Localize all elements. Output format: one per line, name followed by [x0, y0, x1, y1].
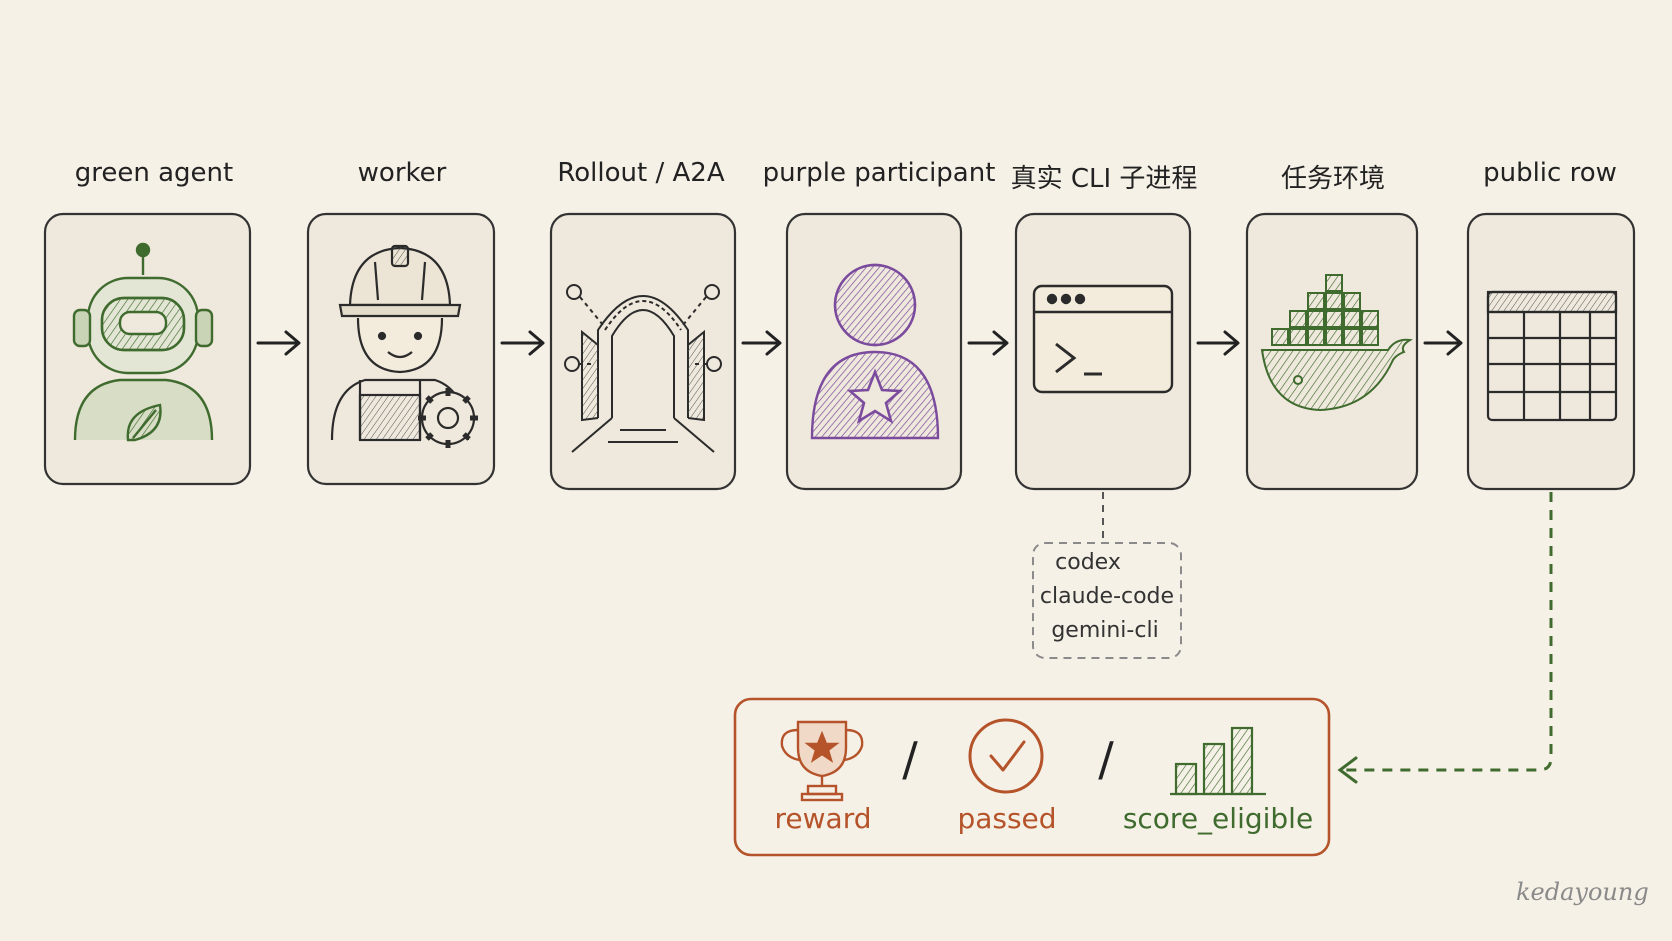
result-reward: reward [774, 802, 872, 835]
result-separator-2: / [1098, 732, 1114, 786]
cli-options-box [1032, 542, 1182, 659]
docker-whale-icon [1260, 274, 1413, 412]
person-star-icon [810, 263, 940, 440]
result-arrowhead [1337, 756, 1358, 784]
arrow-2 [500, 330, 545, 356]
robot-icon [72, 242, 214, 442]
cli-option-gemini-cli: gemini-cli [1051, 618, 1159, 643]
cli-option-claude-code: claude-code [1039, 584, 1175, 609]
box-public-row [1466, 212, 1636, 491]
label-rollout: Rollout / A2A [557, 158, 725, 188]
table-icon [1486, 290, 1618, 422]
label-env: 任务环境 [1280, 164, 1386, 194]
trophy-icon [780, 720, 864, 802]
arrow-3 [741, 330, 782, 356]
check-circle-icon [968, 718, 1044, 794]
label-public-row: public row [1483, 158, 1617, 188]
bar-chart-icon [1170, 726, 1266, 796]
cli-option-codex: codex [1055, 550, 1121, 575]
label-purple-participant: purple participant [762, 158, 996, 188]
box-rollout [549, 212, 737, 491]
label-cli: 真实 CLI 子进程 [1010, 164, 1198, 194]
label-green-agent: green agent [74, 158, 234, 188]
result-connector [1342, 492, 1553, 772]
result-passed: passed [957, 802, 1057, 835]
arrows [256, 330, 1463, 356]
label-worker: worker [357, 158, 447, 188]
result-score-eligible: score_eligible [1122, 802, 1314, 835]
arrow-4 [967, 330, 1009, 356]
arrow-6 [1423, 330, 1463, 356]
result-separator-1: / [902, 732, 918, 786]
terminal-icon [1032, 284, 1174, 394]
signature: kedayoung [1516, 878, 1649, 906]
arrow-1 [256, 330, 301, 356]
results-box [733, 697, 1331, 857]
arrow-5 [1196, 330, 1240, 356]
worker-icon [330, 244, 478, 448]
gateway-icon [564, 284, 722, 453]
